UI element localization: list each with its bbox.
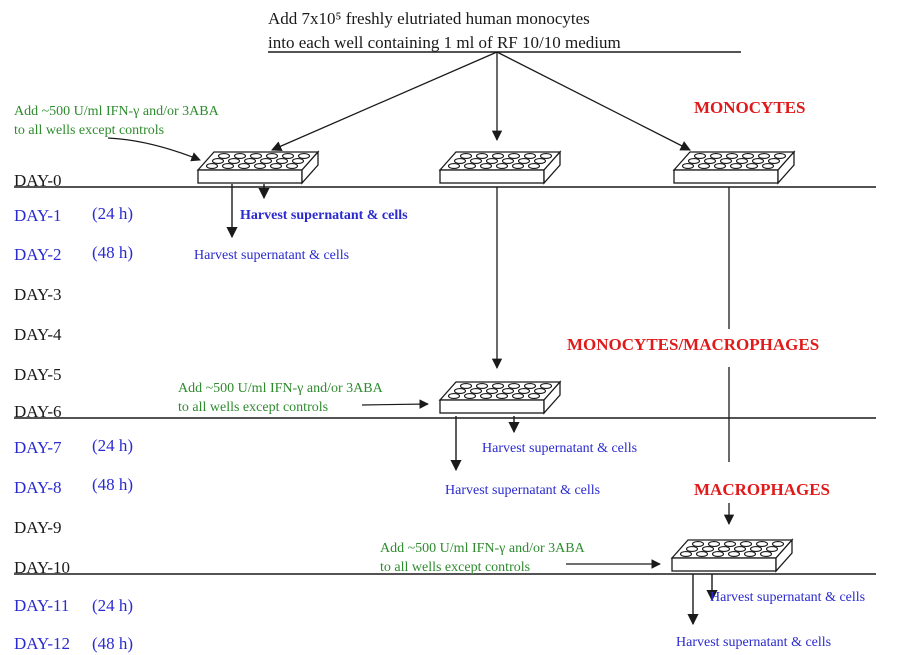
treatment-day6-line-1: Add ~500 U/ml IFN-γ and/or 3ABA [178, 381, 384, 396]
day-labels: DAY-0 DAY-1 (24 h) DAY-2 (48 h) DAY-3 DA… [14, 171, 133, 653]
harvest-text-4: Harvest supernatant & cells [445, 483, 600, 498]
day-time: (48 h) [92, 475, 133, 494]
treatment-day6-line-2: to all wells except controls [178, 400, 328, 415]
culture-plate-2 [439, 151, 561, 184]
day-label: DAY-8 [14, 478, 62, 497]
culture-plate-4 [439, 381, 561, 414]
day-label: DAY-3 [14, 285, 62, 304]
day-time: (24 h) [92, 436, 133, 455]
harvest-text-3: Harvest supernatant & cells [482, 441, 637, 456]
harvest-text-5: Harvest supernatant & cells [710, 590, 865, 605]
day-label: DAY-2 [14, 245, 62, 264]
day-time: (48 h) [92, 243, 133, 262]
day-label: DAY-5 [14, 365, 62, 384]
arrow-to-plate-3 [496, 51, 691, 151]
treatment-day10-line-2: to all wells except controls [380, 560, 530, 575]
treatment-day0-line-1: Add ~500 U/ml IFN-γ and/or 3ABA [14, 104, 220, 119]
treatment-day6-arrow [361, 399, 429, 409]
harvest-text-6: Harvest supernatant & cells [676, 635, 831, 650]
day-time: (24 h) [92, 204, 133, 223]
harvest-text-2: Harvest supernatant & cells [194, 248, 349, 263]
stage-macrophages: MACROPHAGES [694, 480, 830, 499]
harvest-text-1: Harvest supernatant & cells [240, 208, 408, 223]
day-label: DAY-4 [14, 325, 62, 344]
day-label: DAY-0 [14, 171, 62, 190]
treatment-day10-line-1: Add ~500 U/ml IFN-γ and/or 3ABA [380, 541, 586, 556]
treatment-day0-arrow [107, 137, 201, 162]
day-label: DAY-10 [14, 558, 70, 577]
stage-monocytes-macrophages: MONOCYTES/MACROPHAGES [567, 335, 819, 354]
header-line-1: Add 7x10⁵ freshly elutriated human monoc… [268, 9, 590, 28]
day-time: (48 h) [92, 634, 133, 653]
day-label: DAY-12 [14, 634, 70, 653]
culture-plate-1 [197, 151, 319, 184]
culture-plate-5 [671, 539, 793, 572]
header-line-2: into each well containing 1 ml of RF 10/… [268, 33, 621, 52]
day-label: DAY-11 [14, 596, 69, 615]
day-label: DAY-6 [14, 402, 62, 421]
day-label: DAY-9 [14, 518, 62, 537]
day-label: DAY-7 [14, 438, 62, 457]
day-time: (24 h) [92, 596, 133, 615]
arrow-to-plate-1 [271, 51, 498, 152]
stage-monocytes: MONOCYTES [694, 98, 805, 117]
treatment-day0-line-2: to all wells except controls [14, 123, 164, 138]
culture-plate-3 [673, 151, 795, 184]
day-label: DAY-1 [14, 206, 62, 225]
